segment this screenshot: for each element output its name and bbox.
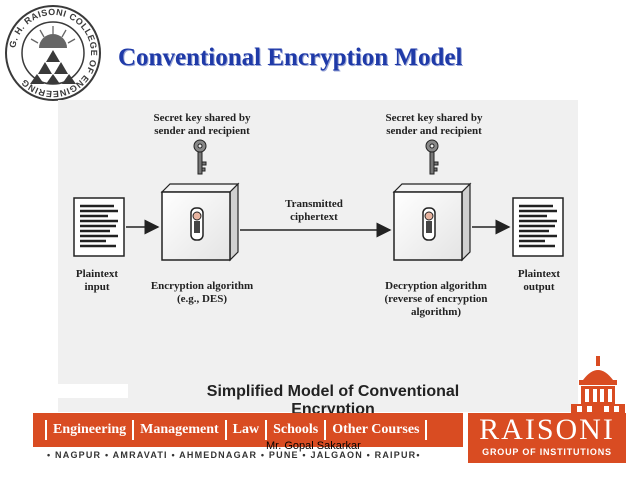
caption-mask [58, 384, 128, 398]
banner-nav: Engineering Management Law Schools Other… [39, 413, 433, 447]
encryption-diagram: Secret key shared by sender and recipien… [58, 100, 578, 418]
nav-separator [132, 420, 135, 440]
nav-item-law[interactable]: Law [232, 422, 260, 437]
decryption-algorithm-label: Decryption algorithm (reverse of encrypt… [384, 280, 488, 318]
nav-item-management[interactable]: Management [140, 422, 219, 437]
slide-title: Conventional Encryption Model [118, 44, 463, 71]
left-key-icon [193, 139, 207, 175]
decryption-box [392, 182, 472, 262]
plaintext-input-label: Plaintext input [75, 268, 119, 293]
cities-line: • NAGPUR • AMRAVATI • AHMEDNAGAR • PUNE … [47, 450, 421, 460]
right-key-icon [425, 139, 439, 175]
decryption-lock-icon [422, 207, 436, 241]
institution-banner: Engineering Management Law Schools Other… [33, 413, 463, 447]
left-key-label: Secret key shared by sender and recipien… [153, 112, 251, 137]
nav-item-other-courses[interactable]: Other Courses [332, 422, 420, 437]
plaintext-output-label: Plaintext output [517, 268, 561, 293]
encryption-algorithm-label: Encryption algorithm (e.g., DES) [150, 280, 254, 305]
raisoni-brand: RAISONI GROUP OF INSTITUTIONS [468, 413, 626, 463]
brand-name: RAISONI [479, 413, 615, 446]
nav-separator [45, 420, 47, 440]
nav-separator [265, 420, 268, 440]
college-seal-icon: G. H. RAISONI COLLEGE OF ENGINEERING [5, 5, 101, 101]
brand-subtitle: GROUP OF INSTITUTIONS [482, 447, 612, 457]
right-key-label: Secret key shared by sender and recipien… [385, 112, 483, 137]
diagram-graphics [73, 139, 564, 262]
transmitted-ciphertext-label: Transmitted ciphertext [285, 198, 343, 223]
nav-separator [224, 420, 227, 440]
encryption-lock-icon [190, 207, 204, 241]
nav-separator [425, 420, 428, 440]
plaintext-input-document-icon [73, 197, 125, 257]
plaintext-output-document-icon [512, 197, 564, 257]
nav-item-schools[interactable]: Schools [273, 422, 319, 437]
nav-separator [324, 420, 327, 440]
author-name: Mr. Gopal Sakarkar [266, 440, 361, 452]
dome-icon [571, 356, 625, 414]
nav-item-engineering[interactable]: Engineering [53, 422, 127, 437]
